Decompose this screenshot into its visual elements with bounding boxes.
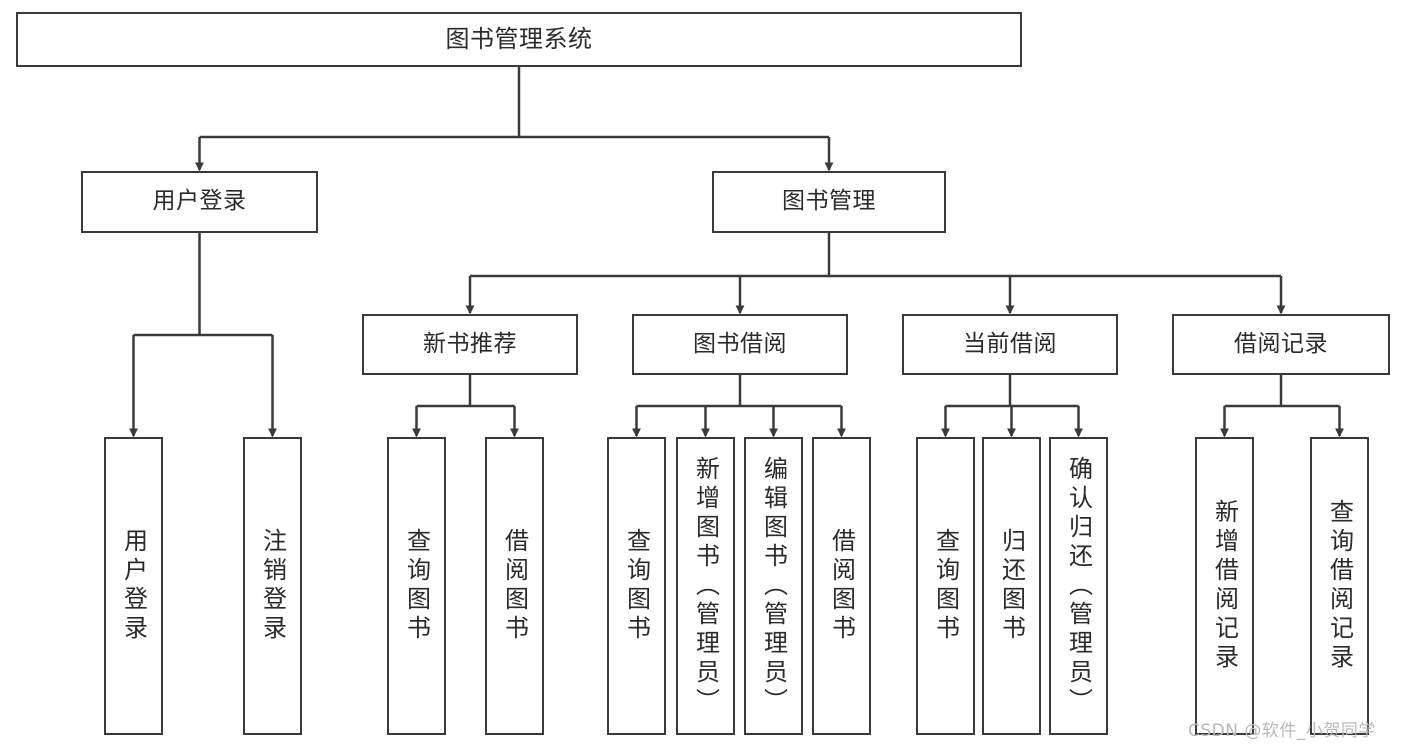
node-label-leaf-edit-book: 编辑图书（管理员） — [759, 455, 788, 717]
node-leaf-logout[interactable]: 注销登录 — [243, 437, 302, 735]
node-leaf-query-book-3[interactable]: 查询图书 — [916, 437, 975, 735]
node-current-borrow[interactable]: 当前借阅 — [902, 314, 1118, 375]
node-leaf-query-book-1[interactable]: 查询图书 — [387, 437, 446, 735]
node-label-leaf-query-book-3: 查询图书 — [931, 528, 960, 644]
node-leaf-add-book[interactable]: 新增图书（管理员） — [676, 437, 735, 735]
node-leaf-query-book-2[interactable]: 查询图书 — [607, 437, 666, 735]
node-leaf-add-record[interactable]: 新增借阅记录 — [1195, 437, 1254, 735]
node-label-leaf-add-record: 新增借阅记录 — [1210, 499, 1239, 673]
node-label-current-borrow: 当前借阅 — [963, 330, 1057, 357]
edge-group — [129, 67, 1344, 438]
node-label-leaf-add-book: 新增图书（管理员） — [691, 455, 720, 717]
node-borrow-record[interactable]: 借阅记录 — [1172, 314, 1390, 375]
node-label-leaf-logout: 注销登录 — [258, 528, 287, 644]
node-leaf-edit-book[interactable]: 编辑图书（管理员） — [744, 437, 803, 735]
node-label-book-borrow: 图书借阅 — [693, 330, 787, 357]
node-label-leaf-borrow-book-2: 借阅图书 — [827, 528, 856, 644]
node-book-borrow[interactable]: 图书借阅 — [632, 314, 848, 375]
node-book-manage[interactable]: 图书管理 — [712, 171, 946, 233]
node-label-leaf-borrow-book-1: 借阅图书 — [500, 528, 529, 644]
node-label-borrow-record: 借阅记录 — [1234, 330, 1328, 357]
node-leaf-return-book[interactable]: 归还图书 — [982, 437, 1041, 735]
node-label-new-book-rec: 新书推荐 — [423, 330, 517, 357]
node-leaf-user-login[interactable]: 用户登录 — [104, 437, 163, 735]
node-root[interactable]: 图书管理系统 — [16, 12, 1022, 67]
node-leaf-query-record[interactable]: 查询借阅记录 — [1310, 437, 1369, 735]
node-label-leaf-query-book-2: 查询图书 — [622, 528, 651, 644]
node-label-leaf-user-login: 用户登录 — [119, 528, 148, 644]
node-label-leaf-query-book-1: 查询图书 — [402, 528, 431, 644]
node-leaf-borrow-book-2[interactable]: 借阅图书 — [812, 437, 871, 735]
node-user-login[interactable]: 用户登录 — [81, 171, 318, 233]
node-label-book-manage: 图书管理 — [782, 188, 876, 215]
node-label-leaf-return-book: 归还图书 — [997, 528, 1026, 644]
node-label-root: 图书管理系统 — [445, 25, 593, 54]
watermark-text: CSDN @软件_小贺同学 — [1188, 721, 1376, 741]
node-leaf-borrow-book-1[interactable]: 借阅图书 — [485, 437, 544, 735]
node-label-leaf-query-record: 查询借阅记录 — [1325, 499, 1354, 673]
node-leaf-confirm-return[interactable]: 确认归还（管理员） — [1049, 437, 1108, 735]
node-new-book-rec[interactable]: 新书推荐 — [362, 314, 578, 375]
node-label-user-login: 用户登录 — [152, 188, 247, 215]
node-label-leaf-confirm-return: 确认归还（管理员） — [1064, 455, 1093, 717]
